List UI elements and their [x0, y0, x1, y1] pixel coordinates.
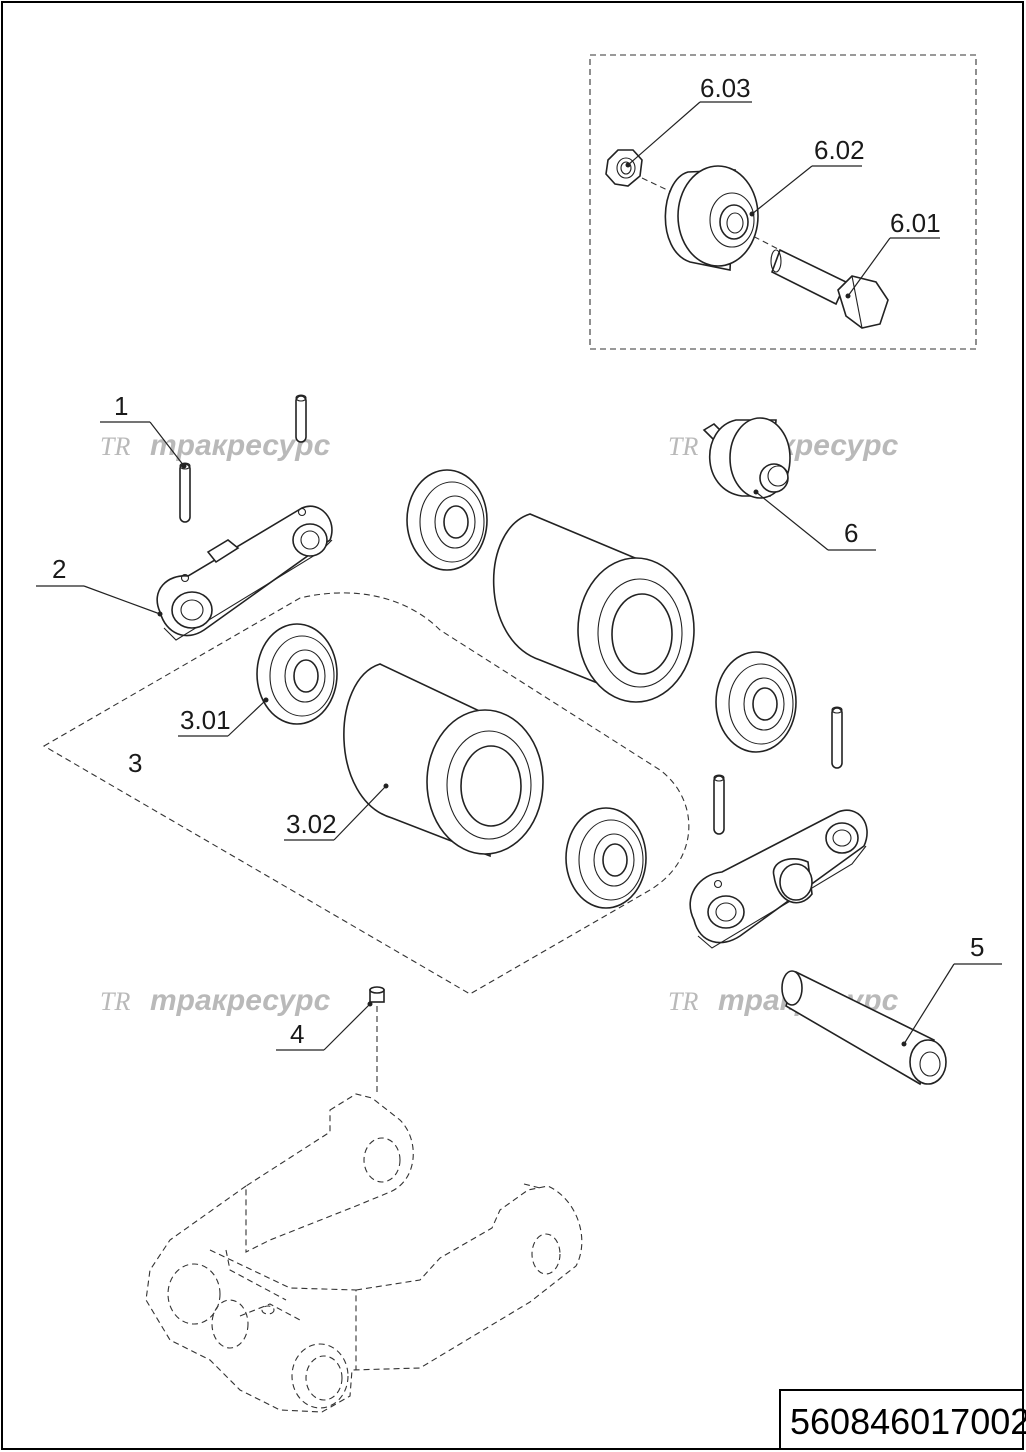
frame-bracket — [145, 1093, 583, 1413]
bolt-6-01 — [770, 248, 889, 329]
callout-6-01: 6.01 — [890, 208, 941, 238]
callout-6: 6 — [844, 518, 858, 548]
pin-1a — [179, 462, 191, 523]
roller-upper — [492, 513, 695, 703]
link-plate-right — [689, 809, 868, 949]
bearing-right — [715, 651, 797, 753]
callout-5: 5 — [970, 932, 984, 962]
callout-3: 3 — [128, 748, 142, 778]
link-plate-2 — [156, 505, 333, 641]
callout-1: 1 — [114, 391, 128, 421]
pin-right-a — [831, 706, 843, 769]
roller-3-02 — [343, 663, 544, 858]
bearing-lower — [565, 807, 647, 909]
bearing-upper — [406, 469, 488, 571]
callout-6-02: 6.02 — [814, 135, 865, 165]
pin-1b — [295, 394, 307, 443]
roller-assembly-6 — [702, 417, 791, 499]
watermark-bottom-left: TR тракресурс — [100, 984, 331, 1017]
svg-text:TR: TR — [668, 987, 698, 1016]
axle-5 — [781, 970, 947, 1086]
detail-axis-2 — [744, 231, 781, 251]
svg-text:TR: TR — [100, 432, 130, 461]
part-number-box — [779, 1389, 1024, 1450]
callout-6-03: 6.03 — [700, 73, 751, 103]
part-number: 560846017002 — [790, 1401, 1026, 1442]
pin-right-b — [713, 774, 725, 835]
roller-6-02 — [664, 165, 759, 271]
nut-6-03 — [605, 149, 643, 187]
nipple-4 — [369, 986, 385, 1096]
bearing-3-01 — [256, 623, 338, 725]
svg-text:TR: TR — [668, 432, 698, 461]
detail-box — [589, 54, 977, 350]
callout-4: 4 — [290, 1019, 304, 1049]
callout-2: 2 — [52, 554, 66, 584]
assembly-3-outline — [42, 592, 690, 995]
callout-3-02: 3.02 — [286, 809, 337, 839]
svg-text:TR: TR — [100, 987, 130, 1016]
callout-3-01: 3.01 — [180, 705, 231, 735]
svg-text:тракресурс: тракресурс — [150, 984, 331, 1017]
